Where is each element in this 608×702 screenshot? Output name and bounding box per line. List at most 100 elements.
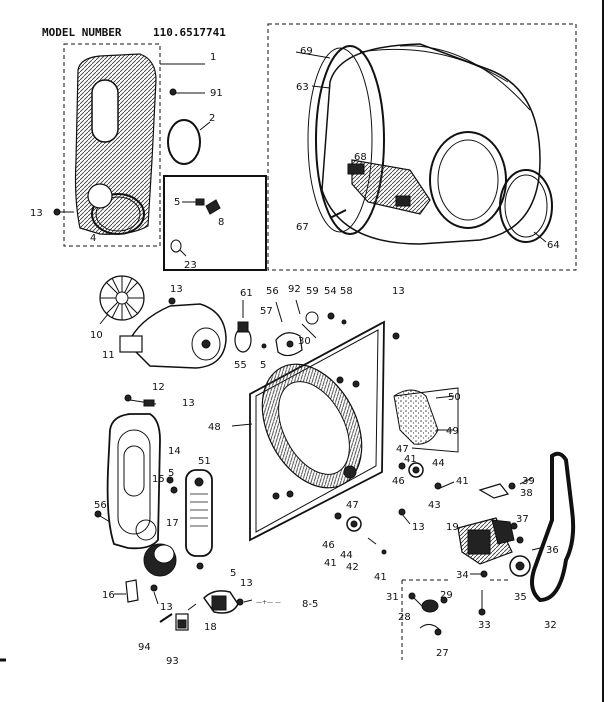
callout-58: 58 (340, 286, 353, 297)
callout-67: 67 (296, 222, 309, 233)
drum-seal-ring (167, 119, 201, 165)
drive-belt (530, 451, 576, 603)
drum-opening (429, 131, 507, 229)
callout-31: 31 (386, 592, 399, 603)
callout-44: 44 (340, 550, 353, 561)
callout-13: 13 (30, 208, 43, 219)
rear-bulkhead (231, 320, 385, 542)
callout-32: 32 (544, 620, 557, 631)
callout-41: 41 (404, 454, 417, 465)
callout-5: 5 (260, 360, 266, 371)
callout-13: 13 (160, 602, 173, 613)
group-border (63, 43, 161, 247)
callout-49: 49 (446, 426, 459, 437)
callout-13: 13 (182, 398, 195, 409)
callout-51: 51 (198, 456, 211, 467)
felt-seal (91, 193, 145, 235)
model-number-header: MODEL NUMBER 110.6517741 (42, 26, 226, 39)
callout-14: 14 (168, 446, 181, 457)
drum-border (267, 23, 577, 271)
callout-63: 63 (296, 82, 309, 93)
callout-93: 93 (166, 656, 179, 667)
duct-seal (393, 389, 439, 445)
callout-56: 56 (266, 286, 279, 297)
lamp-and-thermostat-parts (234, 299, 400, 357)
bracket (125, 579, 139, 603)
callout-47: 47 (396, 444, 409, 455)
callout-94: 94 (138, 642, 151, 653)
callout-35: 35 (514, 592, 527, 603)
callout-33: 33 (478, 620, 491, 631)
callout-38: 38 (520, 488, 533, 499)
drum-group (267, 23, 577, 271)
callout-18: 18 (204, 622, 217, 633)
drum-rear-edge (315, 45, 385, 235)
callout-37: 37 (516, 514, 529, 525)
callout-47: 47 (346, 500, 359, 511)
inset-border (163, 175, 267, 271)
callout-59: 59 (306, 286, 319, 297)
bulkhead-opening (91, 79, 119, 143)
callout-2: 2 (209, 113, 215, 124)
callout-16: 16 (102, 590, 115, 601)
callout-50: 50 (448, 392, 461, 403)
ring-part (170, 239, 182, 253)
callout-5: 5 (230, 568, 236, 579)
callout-11: 11 (102, 350, 115, 361)
callout-4: 4 (90, 233, 96, 244)
lamp-socket (237, 321, 249, 333)
model-label: MODEL NUMBER (42, 26, 122, 39)
callout-39: 39 (522, 476, 535, 487)
front-bulkhead-group (53, 43, 211, 247)
roller-parts (334, 462, 455, 555)
callout-29: 29 (440, 590, 453, 601)
callout-41: 41 (456, 476, 469, 487)
callout-17: 17 (166, 518, 179, 529)
front-bulkhead (74, 53, 157, 235)
callout-46: 46 (392, 476, 405, 487)
callout-55: 55 (234, 360, 247, 371)
motor-bracket (478, 483, 510, 499)
motor-group (401, 451, 576, 660)
callout-5: 5 (168, 468, 174, 479)
callout-54: 54 (324, 286, 337, 297)
callout-28: 28 (398, 612, 411, 623)
lint-screen-parts (393, 387, 459, 453)
callout-30: 30 (298, 336, 311, 347)
subassembly-border (401, 579, 510, 660)
drum (321, 43, 541, 245)
control-panel-part (185, 469, 213, 557)
clip-part (205, 199, 221, 215)
callout-36: 36 (546, 545, 559, 556)
callout-13: 13 (170, 284, 183, 295)
callout-61: 61 (240, 288, 253, 299)
callout-13: 13 (412, 522, 425, 533)
model-number: 110.6517741 (153, 26, 226, 39)
callout-13: 13 (240, 578, 253, 589)
callout-10: 10 (90, 330, 103, 341)
blower-housing (127, 303, 227, 369)
wire-clip (159, 613, 173, 623)
callout-69: 69 (300, 46, 313, 57)
callout-92: 92 (288, 284, 301, 295)
callout-48: 48 (208, 422, 221, 433)
callout-42: 42 (346, 562, 359, 573)
callout-5: 5 (174, 197, 180, 208)
callout-64: 64 (547, 240, 560, 251)
callout-68: 68 (354, 152, 367, 163)
callout-19: 19 (446, 522, 459, 533)
callout-44: 44 (432, 458, 445, 469)
screw (53, 208, 61, 216)
callout-27: 27 (436, 648, 449, 659)
callout-12: 12 (152, 382, 165, 393)
callout-34: 34 (456, 570, 469, 581)
callout-8: 8 (218, 217, 224, 228)
callout-8-5: 8-5 (302, 599, 318, 610)
left-lower-parts (94, 394, 253, 631)
callout-46: 46 (322, 540, 335, 551)
small-part-text: —+— — (256, 599, 281, 606)
drum-front-seal (499, 169, 553, 243)
callout-43: 43 (428, 500, 441, 511)
callout-41: 41 (324, 558, 337, 569)
callout-23: 23 (184, 260, 197, 271)
